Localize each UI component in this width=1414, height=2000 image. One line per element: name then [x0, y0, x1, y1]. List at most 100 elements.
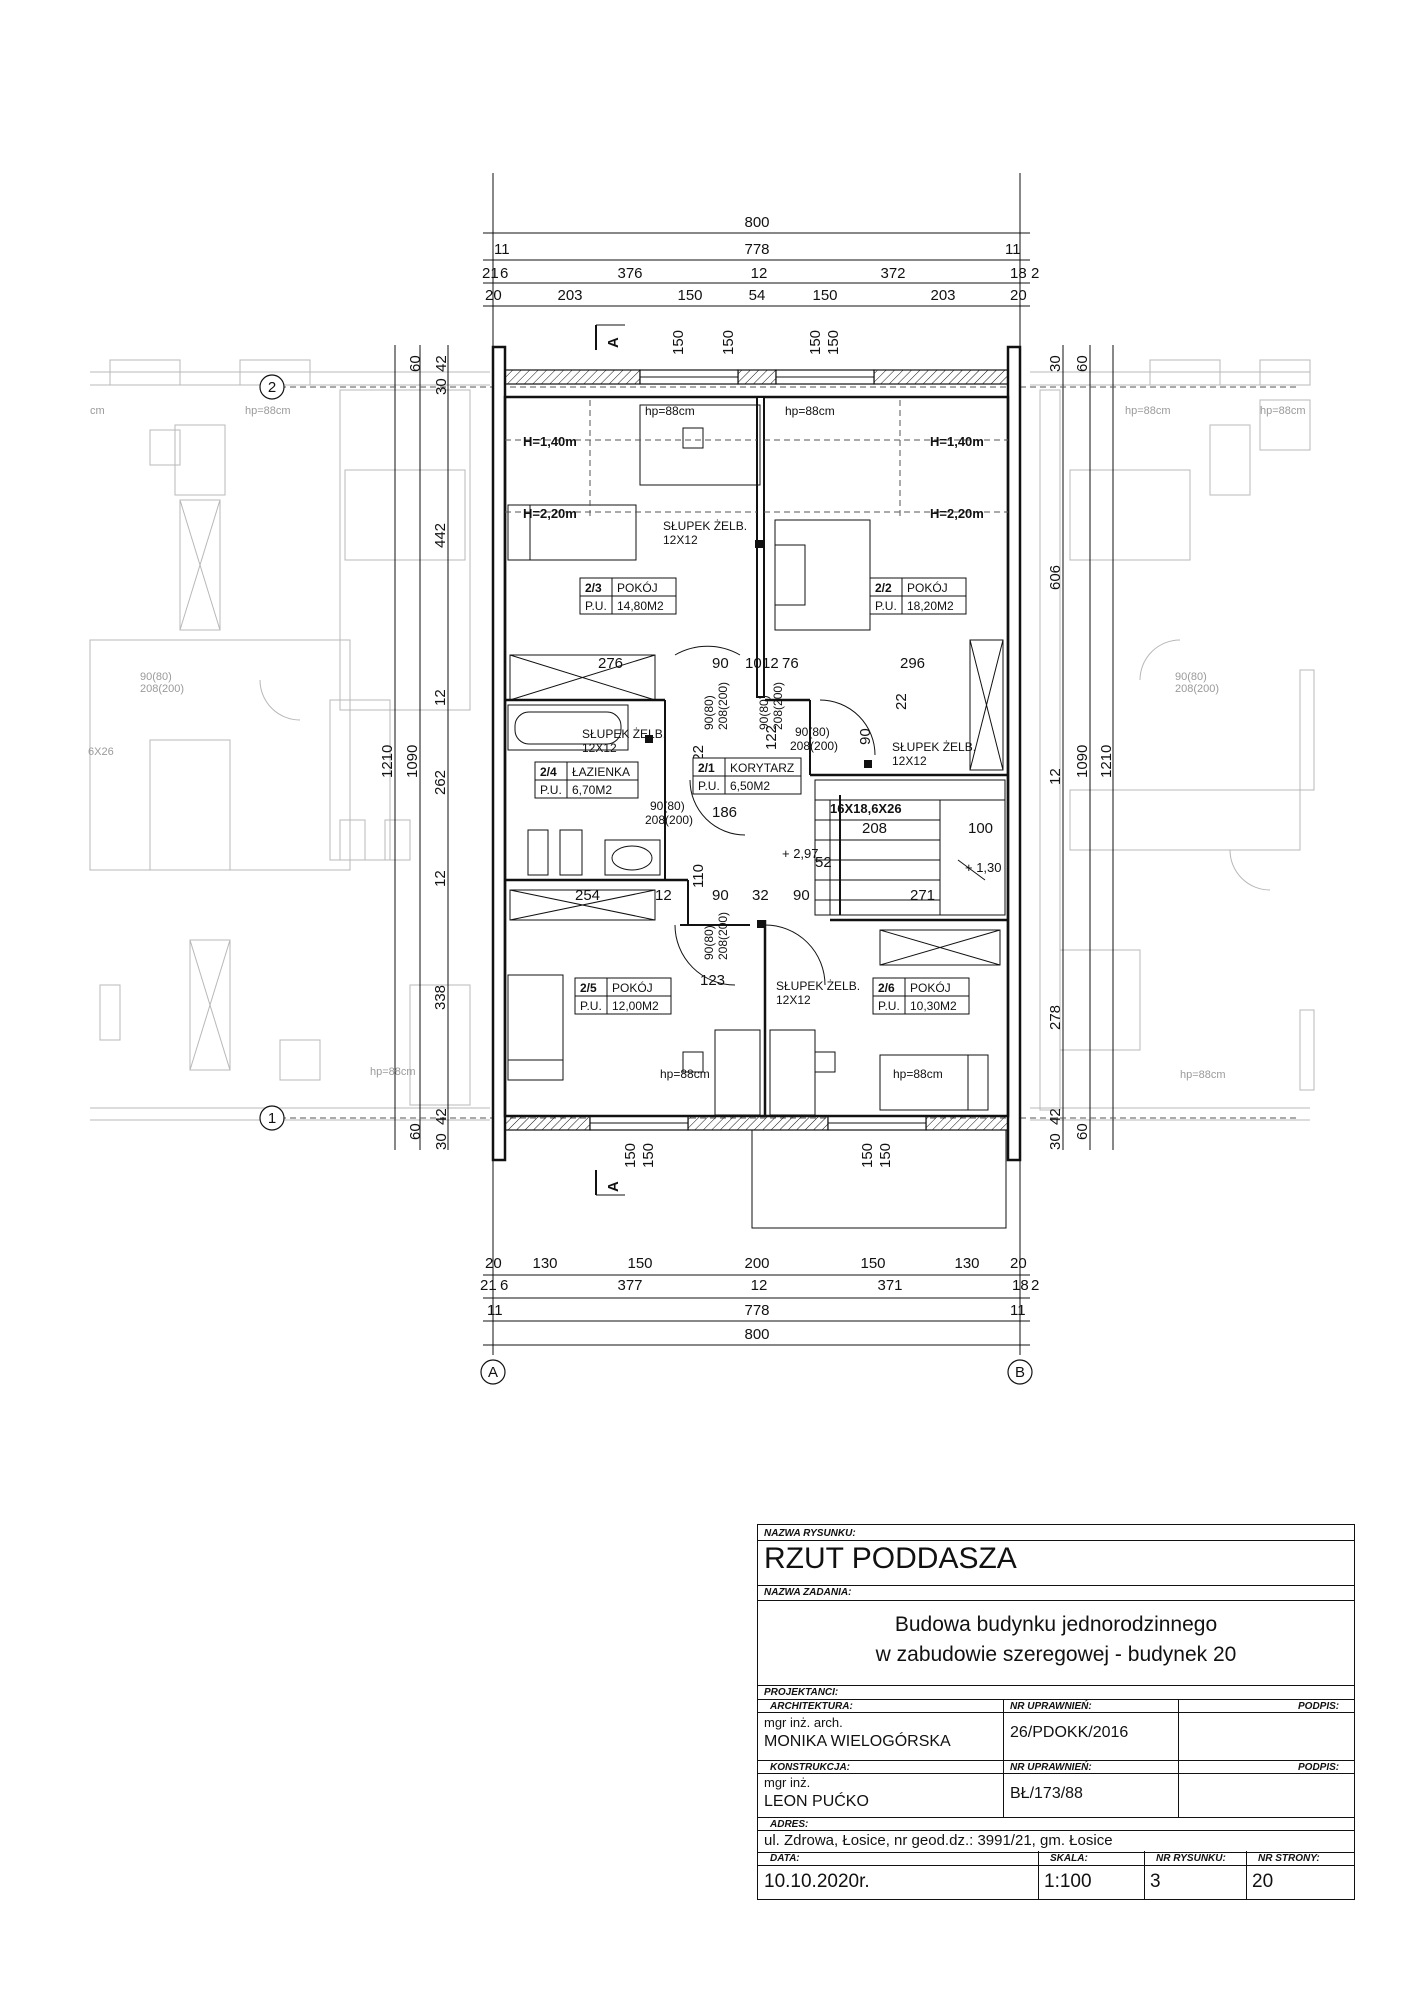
dim-top-203l: 203: [557, 287, 582, 304]
dim-bot-2: 2: [1031, 1277, 1039, 1294]
dim-left-60b: 60: [407, 1123, 424, 1140]
title-block: NAZWA RYSUNKU: RZUT PODDASZA NAZWA ZADAN…: [757, 1524, 1355, 1853]
ghost-stairs-label: 6X26: [88, 746, 114, 758]
inner-dim-12b: 12: [655, 887, 672, 904]
note-door1-a: 90(80): [702, 695, 716, 730]
license-label-1: NR UPRAWNIEŃ:: [1010, 1701, 1092, 1712]
axis-marker-b: B: [1007, 1359, 1033, 1385]
dim-top-11r: 11: [1005, 241, 1021, 258]
note-door1-b: 208(200): [716, 682, 730, 730]
svg-text:A: A: [488, 1364, 498, 1381]
inner-dim-271: 271: [910, 887, 935, 904]
ghost-hp-label-2: hp=88cm: [370, 1066, 416, 1078]
svg-text:2/4: 2/4: [540, 765, 557, 779]
dim-top-11l: 11: [494, 241, 510, 258]
inner-dim-123: 123: [700, 972, 725, 989]
signature-label-2: PODPIS:: [1298, 1762, 1340, 1773]
dim-top-2: 2: [1031, 265, 1039, 282]
svg-text:POKÓJ: POKÓJ: [907, 580, 948, 595]
svg-text:2/6: 2/6: [878, 981, 895, 995]
dim-right-1090: 1090: [1074, 745, 1091, 778]
window-dim-6: 150: [640, 1143, 657, 1168]
note-door2-b: 208(200): [771, 682, 785, 730]
svg-text:1: 1: [268, 1110, 276, 1127]
dim-left-1210: 1210: [379, 745, 396, 778]
inner-dim-296: 296: [900, 655, 925, 672]
room-2-4: 2/4 ŁAZIENKA P.U. 6,70M2: [534, 761, 639, 799]
svg-text:P.U.: P.U.: [878, 999, 900, 1013]
dim-top-18: 18: [1010, 265, 1027, 282]
note-hp-2-3: hp=88cm: [645, 404, 695, 418]
window-dim-8: 150: [877, 1143, 894, 1168]
dim-right-30b: 30: [1047, 1133, 1064, 1150]
dim-top-6: 6: [500, 265, 508, 282]
window-dim-5: 150: [622, 1143, 639, 1168]
inner-dim-22: 22: [893, 693, 910, 710]
license-number-2: BŁ/173/88: [1010, 1785, 1083, 1802]
svg-text:18,20M2: 18,20M2: [907, 599, 954, 613]
dim-bot-371: 371: [877, 1277, 902, 1294]
dim-bot-130r: 130: [954, 1255, 979, 1272]
inner-dim-110: 110: [690, 864, 707, 888]
architect-name: MONIKA WIELOGÓRSKA: [764, 1733, 951, 1750]
room-2-1: 2/1 KORYTARZ P.U. 6,50M2: [692, 757, 802, 795]
engineer-name: LEON PUĆKO: [764, 1793, 869, 1810]
dim-top-376: 376: [617, 265, 642, 282]
svg-text:2/3: 2/3: [585, 581, 602, 595]
dim-bot-130l: 130: [532, 1255, 557, 1272]
inner-dim-12: 12: [762, 655, 779, 672]
window-dim-1: 150: [670, 330, 687, 355]
dim-top-21: 21: [482, 265, 499, 282]
svg-text:P.U.: P.U.: [540, 783, 562, 797]
note-hp-2-6: hp=88cm: [893, 1067, 943, 1081]
dim-right-1210: 1210: [1098, 745, 1115, 778]
note-door3-b: 208(200): [645, 813, 693, 827]
note-hp-2-2: hp=88cm: [785, 404, 835, 418]
window-dim-4: 150: [825, 330, 842, 355]
note-post-2-size: 12X12: [582, 741, 617, 755]
note-post-1: SŁUPEK ŻELB.: [663, 519, 747, 533]
date-label: DATA:: [770, 1853, 800, 1864]
dim-top-20l: 20: [485, 287, 502, 304]
engineer-title: mgr inż.: [764, 1775, 811, 1790]
inner-dim-90a: 90: [712, 655, 729, 672]
note-door2-a: 90(80): [757, 695, 771, 730]
svg-text:2/2: 2/2: [875, 581, 892, 595]
dim-bot-200: 200: [744, 1255, 769, 1272]
note-level-2: + 1,30: [965, 860, 1002, 875]
construction-label: KONSTRUKCJA:: [770, 1762, 850, 1773]
inner-dim-100: 100: [968, 820, 993, 837]
room-2-5: 2/5 POKÓJ P.U. 12,00M2: [574, 977, 672, 1015]
signature-label-1: PODPIS:: [1298, 1701, 1340, 1712]
inner-dim-122b: 122: [763, 725, 780, 750]
dim-right-12: 12: [1047, 768, 1064, 785]
window-dim-3: 150: [807, 330, 824, 355]
inner-dim-90b: 90: [712, 887, 729, 904]
dim-right-60b: 60: [1074, 1123, 1091, 1140]
note-post-3: SŁUPEK ŻELB.: [892, 740, 976, 754]
dim-left-12a: 12: [432, 689, 449, 706]
note-post-1-size: 12X12: [663, 533, 698, 547]
dim-left-42b: 42: [433, 1108, 450, 1125]
dim-left-338: 338: [432, 985, 449, 1010]
drawing-number-label: NR RYSUNKU:: [1156, 1853, 1226, 1864]
dim-bot-inner: 778: [744, 1302, 769, 1319]
dim-top-12: 12: [751, 265, 768, 282]
neighbor-unit-right: hp=88cm hp=88cm 90(80) 208(200) hp=88cm: [1030, 359, 1315, 1121]
dim-right-42b: 42: [1047, 1108, 1064, 1125]
section-mark-top: A: [595, 324, 625, 350]
inner-dim-90d: 90: [857, 728, 874, 745]
dim-top-54: 54: [749, 287, 766, 304]
window-dim-2: 150: [720, 330, 737, 355]
dimension-lines: [280, 173, 1300, 1355]
floor-plan-drawing: hp=88cm cm 90(80) 208(200) 6X26 hp=88cm …: [88, 173, 1315, 1385]
svg-text:POKÓJ: POKÓJ: [910, 980, 951, 995]
axis-marker-2: 2: [259, 374, 285, 400]
svg-text:14,80M2: 14,80M2: [617, 599, 664, 613]
task-line-1: Budowa budynku jednorodzinnego: [894, 1613, 1218, 1636]
svg-text:P.U.: P.U.: [875, 599, 897, 613]
dim-bot-20l: 20: [485, 1255, 502, 1272]
section-mark-bottom: A: [595, 1170, 625, 1196]
dim-right-30t: 30: [1047, 355, 1064, 372]
ghost-cm-label: cm: [90, 405, 105, 417]
